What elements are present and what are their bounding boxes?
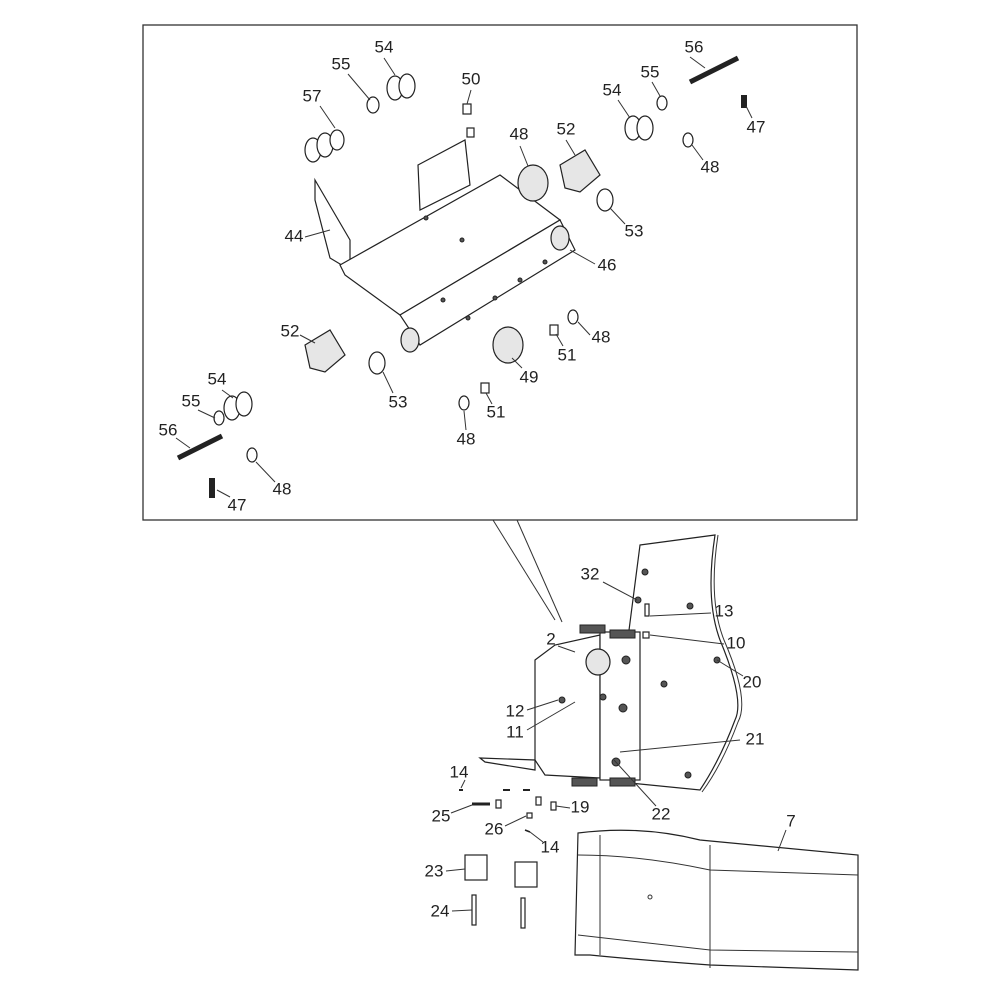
callout-57: 57 bbox=[303, 86, 322, 105]
small-parts-inset bbox=[176, 55, 747, 498]
callout-46: 46 bbox=[598, 255, 617, 274]
callout-49: 49 bbox=[520, 367, 539, 386]
callout-48: 48 bbox=[701, 157, 720, 176]
callout-48: 48 bbox=[273, 479, 292, 498]
main-leader-lines bbox=[445, 581, 787, 912]
callout-52: 52 bbox=[557, 119, 576, 138]
callout-44: 44 bbox=[285, 226, 304, 245]
callout-51: 51 bbox=[558, 345, 577, 364]
callout-55: 55 bbox=[332, 54, 351, 73]
callout-25: 25 bbox=[432, 806, 451, 825]
callout-32: 32 bbox=[581, 564, 600, 583]
part-7-cover bbox=[574, 829, 859, 971]
callout-54: 54 bbox=[603, 80, 622, 99]
callout-47: 47 bbox=[228, 495, 247, 514]
callout-23: 23 bbox=[425, 861, 444, 880]
inset-leader-lines bbox=[175, 56, 753, 498]
callout-50: 50 bbox=[462, 69, 481, 88]
callout-55: 55 bbox=[641, 62, 660, 81]
callout-51: 51 bbox=[487, 402, 506, 421]
callout-47: 47 bbox=[747, 117, 766, 136]
callout-7: 7 bbox=[786, 811, 795, 830]
inset-callouts: 54 55 57 50 48 52 56 55 54 47 48 53 44 4… bbox=[159, 37, 766, 514]
callout-52: 52 bbox=[281, 321, 300, 340]
callout-11: 11 bbox=[506, 722, 524, 741]
inset-pointer-line-left bbox=[492, 519, 556, 621]
callout-26: 26 bbox=[485, 819, 504, 838]
callout-54: 54 bbox=[375, 37, 394, 56]
callout-10: 10 bbox=[727, 633, 746, 652]
main-assembly bbox=[478, 534, 743, 793]
callout-56: 56 bbox=[685, 37, 704, 56]
callout-22: 22 bbox=[652, 804, 671, 823]
inset-pointer-line-right bbox=[516, 519, 563, 623]
callout-53: 53 bbox=[625, 221, 644, 240]
callout-48: 48 bbox=[592, 327, 611, 346]
callout-13: 13 bbox=[715, 601, 734, 620]
main-callouts: 32 13 2 10 20 12 11 21 14 22 25 19 26 14… bbox=[425, 564, 796, 920]
callout-53: 53 bbox=[389, 392, 408, 411]
callout-48: 48 bbox=[457, 429, 476, 448]
callout-56: 56 bbox=[159, 420, 178, 439]
callout-14: 14 bbox=[450, 762, 469, 781]
callout-48: 48 bbox=[510, 124, 529, 143]
callout-19: 19 bbox=[571, 797, 590, 816]
callout-2: 2 bbox=[546, 629, 555, 648]
bracket-44 bbox=[314, 139, 576, 353]
callout-21: 21 bbox=[746, 729, 765, 748]
callout-54: 54 bbox=[208, 369, 227, 388]
callout-14: 14 bbox=[541, 837, 560, 856]
callout-24: 24 bbox=[431, 901, 450, 920]
callout-12: 12 bbox=[506, 701, 525, 720]
hardware-parts bbox=[459, 789, 557, 929]
callout-55: 55 bbox=[182, 391, 201, 410]
callout-20: 20 bbox=[743, 672, 762, 691]
